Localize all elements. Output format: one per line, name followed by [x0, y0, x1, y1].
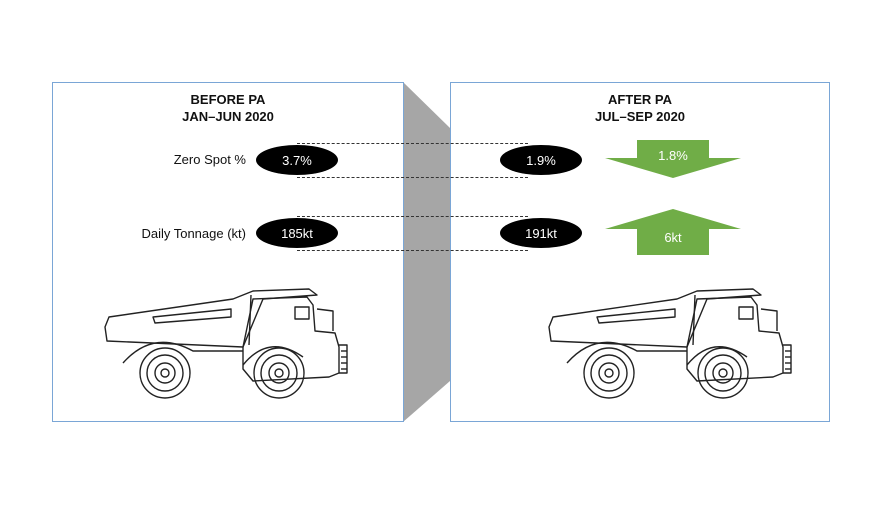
tonnage-connector-top	[297, 216, 528, 217]
before-panel: BEFORE PA JAN–JUN 2020	[52, 82, 404, 422]
zero-spot-connector-top	[297, 143, 528, 144]
tonnage-change: 6kt	[664, 230, 682, 245]
tonnage-after-value: 191kt	[500, 218, 582, 248]
tonnage-before-value: 185kt	[256, 218, 338, 248]
tonnage-connector-bottom	[297, 250, 528, 251]
before-title-line1: BEFORE PA	[190, 92, 266, 107]
zero-spot-after-value: 1.9%	[500, 145, 582, 175]
after-title-line1: AFTER PA	[607, 92, 673, 107]
haul-truck-icon	[104, 288, 348, 399]
before-panel-title: BEFORE PA JAN–JUN 2020	[53, 91, 403, 125]
zero-spot-before-value: 3.7%	[256, 145, 338, 175]
after-panel-title: AFTER PA JUL–SEP 2020	[451, 91, 829, 125]
haul-truck-icon	[548, 288, 792, 399]
zero-spot-label: Zero Spot %	[173, 152, 246, 167]
zero-spot-change: 1.8%	[658, 148, 688, 163]
after-title-line2: JUL–SEP 2020	[594, 109, 686, 124]
before-title-line2: JAN–JUN 2020	[182, 109, 274, 124]
daily-tonnage-label: Daily Tonnage (kt)	[141, 226, 246, 241]
zero-spot-connector-bottom	[297, 177, 528, 178]
